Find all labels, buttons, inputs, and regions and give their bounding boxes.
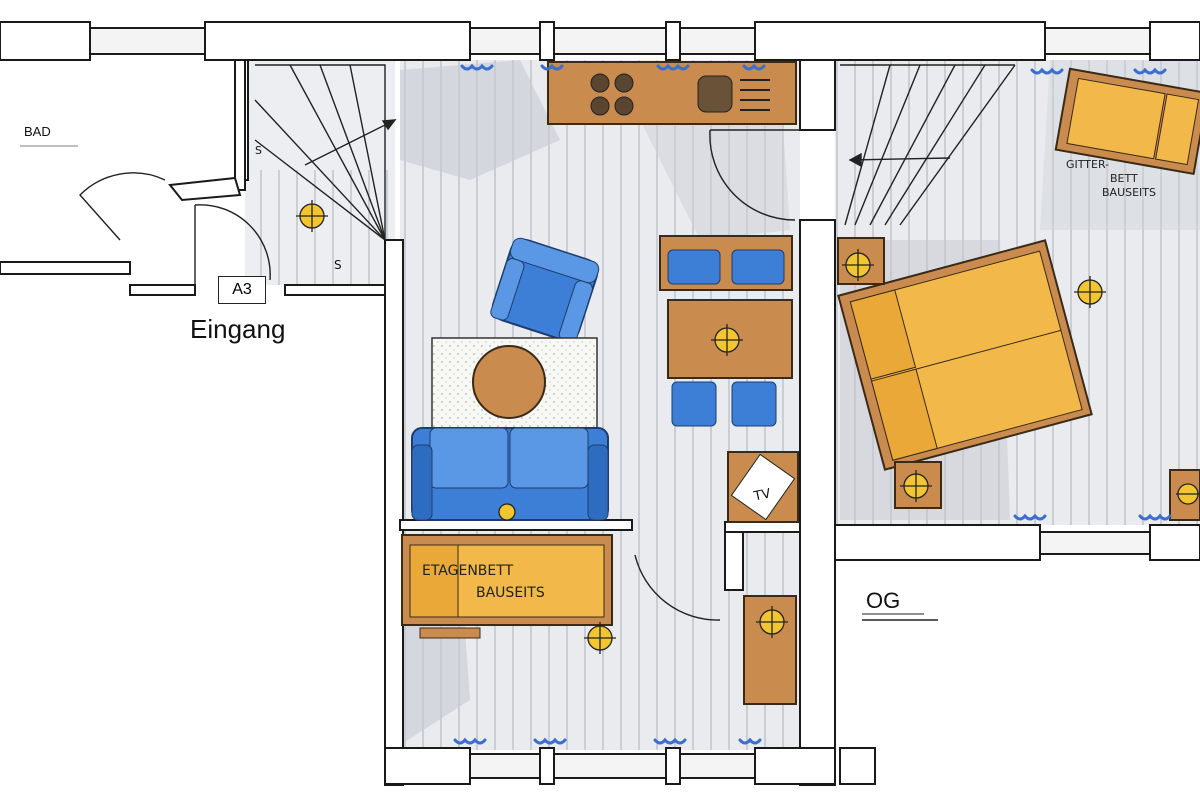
light-icon	[296, 200, 328, 232]
armchair	[490, 237, 600, 343]
tv-cabinet	[727, 451, 799, 523]
sink	[697, 75, 733, 113]
crib-label-line3: BAUSEITS	[1102, 186, 1157, 199]
ceiling-lights	[296, 200, 1200, 654]
bench-cushion	[667, 249, 721, 285]
staircase-bedroom	[840, 64, 1016, 226]
dining-set	[659, 235, 793, 427]
light-icon	[498, 503, 516, 521]
bunk-bed-label-line1: ETAGENBETT	[422, 563, 514, 579]
doors	[79, 129, 800, 621]
pillow	[849, 289, 917, 380]
walls	[0, 21, 1200, 786]
bath2-door-swing	[634, 554, 721, 621]
bunk-bed	[401, 534, 613, 639]
light-icon	[1074, 276, 1106, 308]
pillow	[870, 368, 938, 461]
light-icon	[1176, 483, 1200, 505]
crib-label-line1: GITTER-	[1066, 158, 1110, 171]
light-icon	[900, 470, 932, 502]
bunk-bed-label-line2: BAUSEITS	[476, 585, 545, 601]
sofa	[411, 427, 609, 521]
stair-marker-label: S	[255, 144, 262, 157]
entrance-label: Eingang	[190, 314, 286, 344]
stair-marker-label: S	[334, 258, 342, 272]
crib-label-line2: BETT	[1110, 172, 1138, 185]
upper-floor-label: OG	[866, 588, 901, 613]
drainboard	[740, 79, 770, 111]
crib-label: GITTER- BETT BAUSEITS	[1066, 158, 1156, 200]
unit-number-badge: A3	[218, 276, 266, 304]
bath-door-swing	[79, 172, 166, 241]
dining-chair	[731, 381, 777, 427]
light-icon	[756, 606, 788, 638]
double-bed	[837, 239, 1093, 471]
dining-chair	[671, 381, 717, 427]
unit-number: A3	[232, 281, 252, 298]
bunk-bed-label: ETAGENBETT BAUSEITS	[422, 560, 545, 604]
crib	[1054, 67, 1200, 176]
cooktop	[590, 73, 634, 116]
kitchen-counter	[547, 61, 797, 125]
light-icon	[842, 249, 874, 281]
staircase-entry	[254, 64, 397, 241]
radiators	[453, 63, 1172, 745]
entry-door-swing	[194, 204, 271, 281]
light-icon	[584, 622, 616, 654]
bedroom-door-swing	[709, 129, 796, 221]
coffee-table	[472, 345, 546, 419]
bath-label: BAD	[24, 124, 51, 139]
light-icon	[711, 324, 743, 356]
bench-cushion	[731, 249, 785, 285]
